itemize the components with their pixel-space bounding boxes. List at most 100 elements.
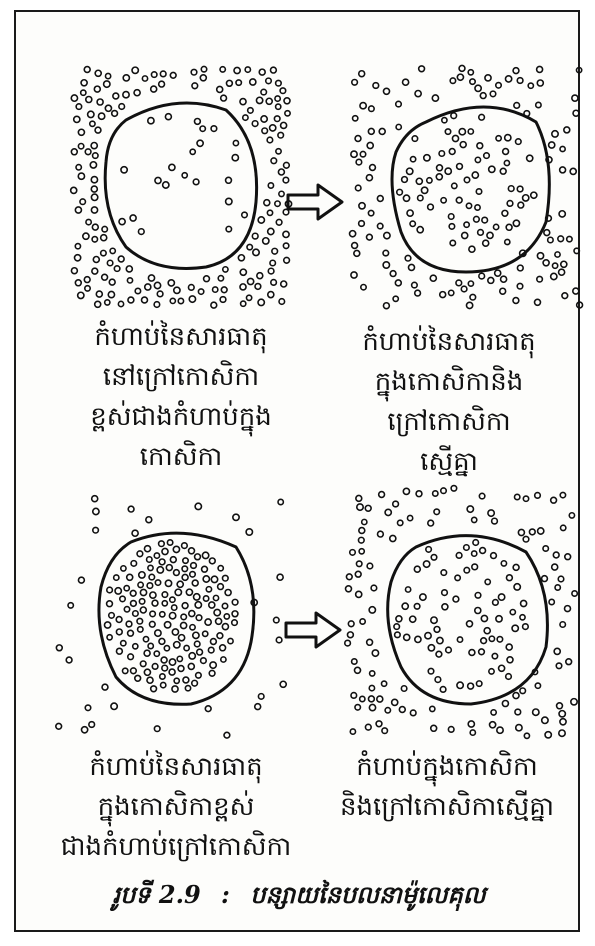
molecule (567, 236, 572, 241)
molecule (449, 224, 455, 230)
molecule (573, 110, 579, 116)
molecule (210, 662, 216, 668)
molecule (223, 267, 228, 272)
molecule (110, 248, 115, 253)
molecule (170, 72, 176, 78)
molecule (124, 607, 129, 612)
cell-diagram-bottom-left (51, 492, 291, 742)
molecule (426, 547, 432, 553)
molecule (135, 288, 140, 293)
molecule (502, 210, 508, 216)
molecule (196, 615, 202, 621)
molecule (284, 162, 290, 168)
molecule (432, 95, 438, 101)
molecule (221, 287, 227, 293)
molecule (475, 157, 480, 162)
molecule (383, 262, 389, 268)
molecule (211, 576, 217, 582)
molecule (140, 607, 146, 613)
molecule (245, 67, 250, 72)
molecule (202, 566, 208, 572)
molecule (512, 625, 518, 631)
molecule (555, 585, 560, 590)
molecule (549, 142, 555, 148)
molecule (481, 615, 487, 621)
molecule (116, 617, 122, 623)
molecule (170, 597, 175, 602)
molecule (446, 647, 452, 653)
molecule (574, 248, 579, 253)
molecule (401, 686, 406, 691)
molecule (200, 126, 205, 131)
molecule (222, 624, 228, 630)
molecule (285, 111, 290, 116)
molecule (112, 111, 118, 117)
molecule (85, 149, 91, 155)
molecule (479, 273, 485, 279)
molecule (276, 149, 281, 154)
molecule (517, 78, 523, 84)
molecule (228, 638, 233, 643)
molecule (383, 88, 389, 94)
molecule (71, 187, 77, 193)
molecule (366, 175, 372, 181)
molecule (223, 575, 229, 581)
molecule (68, 603, 73, 608)
figure-label: រូបទី 2.9 (112, 880, 200, 915)
molecule (369, 106, 375, 112)
molecule (131, 668, 137, 674)
molecule (154, 302, 160, 308)
molecule (232, 599, 238, 605)
molecule (130, 590, 136, 596)
molecule (464, 177, 469, 182)
molecule (143, 637, 148, 642)
molecule (383, 250, 389, 256)
molecule (513, 564, 519, 570)
molecule (83, 233, 89, 239)
molecule (107, 260, 113, 266)
molecule (395, 632, 401, 638)
molecule (262, 128, 268, 134)
molecule (174, 678, 179, 683)
molecule (160, 674, 165, 679)
molecule (275, 96, 280, 101)
molecule (459, 129, 465, 135)
molecule (379, 128, 385, 134)
molecule (159, 559, 165, 565)
molecule (360, 619, 365, 624)
molecule (483, 240, 489, 246)
molecule (84, 67, 90, 73)
molecule (478, 230, 484, 236)
molecule (275, 201, 280, 206)
molecule (190, 625, 195, 630)
molecule (403, 488, 409, 494)
cell-drawing (341, 482, 581, 742)
molecule (95, 127, 101, 133)
molecule (542, 717, 548, 723)
caption-line: ក្រៅកោសិកា (316, 402, 582, 442)
molecule (467, 506, 473, 512)
molecule (570, 168, 576, 174)
molecule (277, 574, 283, 580)
molecule (222, 603, 227, 608)
molecule (543, 260, 549, 266)
molecule (354, 250, 360, 256)
molecule (255, 704, 261, 710)
molecule (410, 221, 415, 226)
molecule (404, 634, 410, 640)
molecule (445, 129, 450, 134)
molecule (274, 116, 280, 122)
molecule (560, 622, 566, 628)
molecule (94, 86, 100, 92)
molecule (418, 195, 423, 200)
caption-line: ខ្ពស់ជាងកំហាប់ក្នុង (36, 397, 326, 437)
molecule (473, 540, 479, 546)
molecule (105, 73, 110, 78)
molecule (410, 616, 416, 622)
molecule (518, 202, 524, 208)
molecule (396, 616, 402, 622)
molecule (504, 160, 509, 165)
molecule (436, 651, 442, 657)
molecule (240, 284, 246, 290)
molecule (537, 253, 543, 259)
